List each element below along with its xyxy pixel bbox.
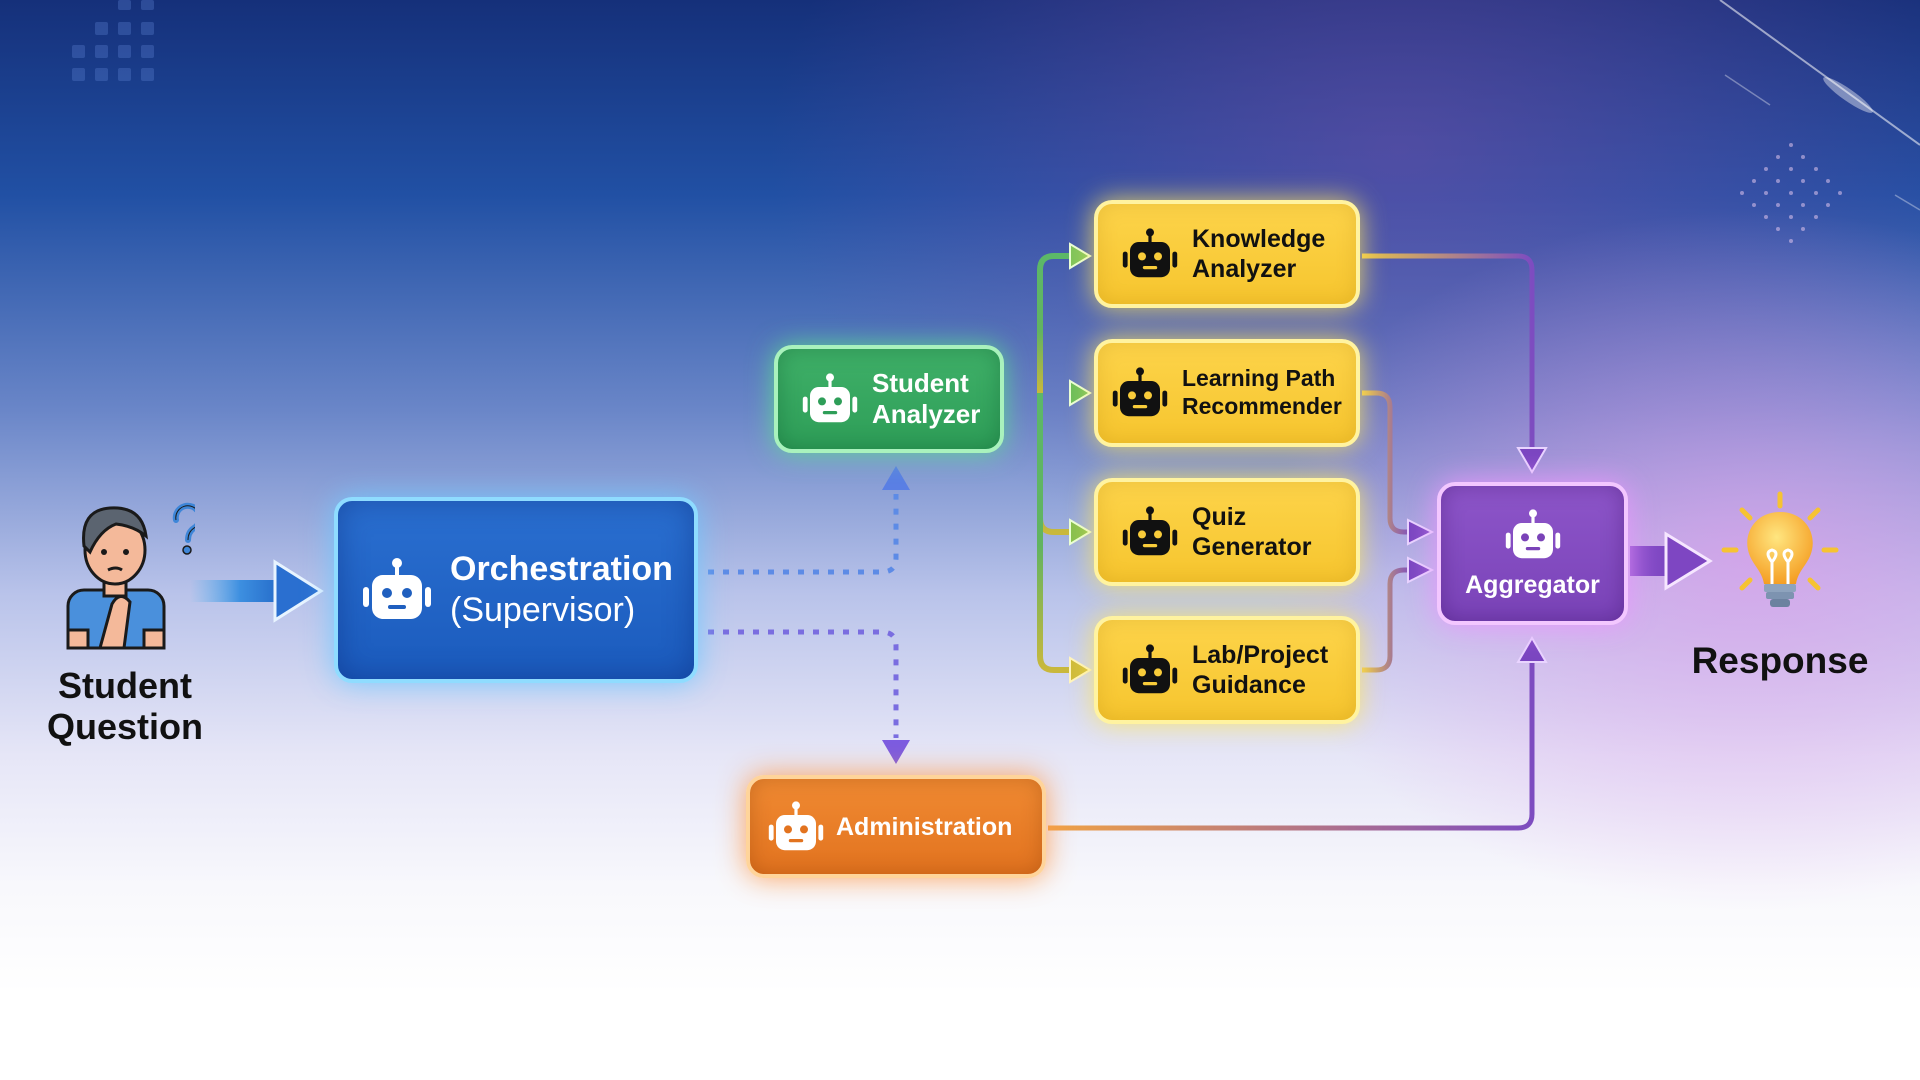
- lightbulb-icon: [1721, 491, 1839, 607]
- robot-icon: [1112, 367, 1168, 417]
- lab-project-guidance-node[interactable]: Lab/Project Guidance: [1094, 616, 1360, 724]
- quiz-generator-node[interactable]: Quiz Generator: [1094, 478, 1360, 586]
- response-label: Response: [1691, 640, 1869, 681]
- student-question-label: Student Question: [46, 665, 203, 748]
- administration-label: Administration: [836, 812, 1013, 841]
- robot-icon: [1122, 228, 1178, 278]
- robot-icon: [1122, 644, 1178, 694]
- administration-node[interactable]: Administration: [746, 775, 1046, 878]
- thinking-student-icon: [66, 502, 195, 650]
- decorative-dot-diamond: [1740, 143, 1842, 243]
- learning-path-recommender-node[interactable]: Learning Path Recommender: [1094, 339, 1360, 447]
- robot-icon: [1122, 506, 1178, 556]
- aggregator-label: Aggregator: [1465, 570, 1600, 599]
- dotted-route-to-administration: [708, 629, 899, 738]
- decorative-square-grid: [72, 0, 154, 81]
- arrow-question-to-orchestration: [190, 559, 324, 623]
- aggregation-lines: [1048, 253, 1535, 831]
- arrowhead-down: [882, 740, 910, 764]
- robot-icon: [768, 800, 824, 850]
- dotted-route-to-student-analyzer: [708, 494, 899, 575]
- orchestration-title: Orchestration: [450, 550, 673, 589]
- arrow-aggregator-to-response: [1630, 531, 1713, 591]
- branch-arrowheads: [1069, 242, 1092, 684]
- robot-icon: [363, 558, 431, 619]
- robot-icon: [1505, 508, 1560, 558]
- dotted-routes: [708, 494, 899, 738]
- aggregation-arrowheads: [1407, 447, 1548, 663]
- robot-icon: [802, 373, 858, 423]
- branch-lines: [1008, 253, 1074, 673]
- student-analyzer-node[interactable]: Student Analyzer: [774, 345, 1004, 453]
- knowledge-analyzer-node[interactable]: Knowledge Analyzer: [1094, 200, 1360, 308]
- aggregator-node[interactable]: Aggregator: [1437, 482, 1628, 625]
- orchestration-subtitle: (Supervisor): [450, 591, 636, 629]
- orchestration-node[interactable]: Orchestration (Supervisor): [334, 497, 698, 683]
- arrowhead-up: [882, 466, 910, 490]
- decorative-light-streaks: [1719, 0, 1920, 211]
